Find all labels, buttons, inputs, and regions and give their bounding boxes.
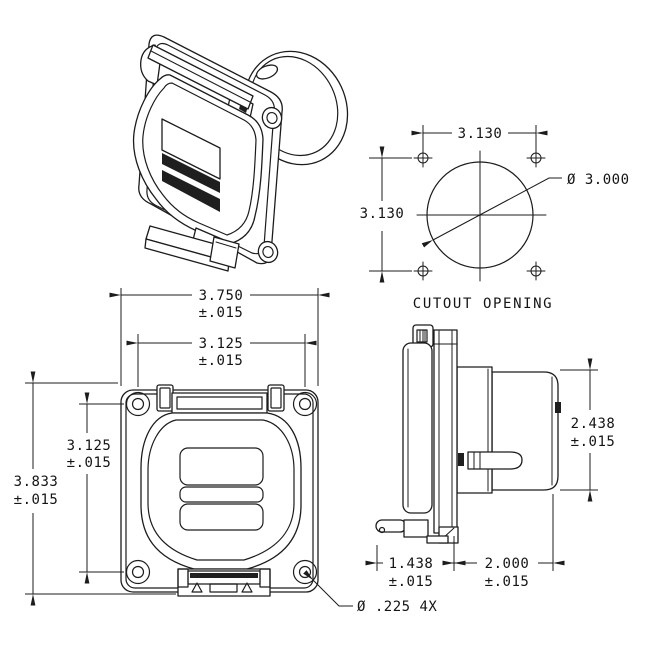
- dim-text: 2.438: [571, 416, 616, 432]
- latch-foot-bar: [375, 519, 407, 533]
- hinge-tab: [267, 384, 285, 412]
- latch-tray-front: [144, 238, 230, 272]
- dim-text: 3.130: [458, 126, 503, 142]
- latch-triangle: [191, 582, 203, 593]
- dim-overall-width: 3.750 ±.015: [109, 288, 330, 386]
- dim-hole-spacing-vertical: 3.125 ±.015: [67, 392, 124, 584]
- dim-hole-diameter-leader: Ø 3.000: [421, 172, 630, 248]
- latch-lever: [467, 451, 523, 470]
- dim-mounting-hole-leader: Ø .225 4X: [303, 570, 437, 615]
- dim-bolt-spacing-horizontal: 3.130: [411, 125, 548, 150]
- mounting-hole: [125, 391, 151, 417]
- dim-text: 3.125: [67, 438, 112, 454]
- cover-lid: [402, 342, 433, 514]
- hinge-hatch: [416, 329, 428, 343]
- dim-tolerance: ±.015: [199, 353, 244, 369]
- rear-shell: [491, 371, 559, 491]
- dim-overall-height: 3.833 ±.015: [14, 371, 176, 606]
- cover-slot: [179, 486, 264, 503]
- dim-text: 3.833: [14, 474, 59, 490]
- dim-text: Ø 3.000: [567, 172, 630, 188]
- dim-body-height: 2.438 ±.015: [560, 358, 616, 502]
- cover-slot: [162, 170, 220, 212]
- latch-pivot: [458, 453, 464, 466]
- dim-hole-spacing-horizontal: 3.125 ±.015: [126, 334, 317, 387]
- isometric-view: [132, 34, 349, 272]
- hinge-tab-inner: [270, 387, 282, 409]
- mounting-hole: [257, 240, 279, 264]
- hinge-bar-inner-line: [150, 50, 251, 103]
- latch-foot-lip: [426, 535, 449, 544]
- hinge-bar-inner: [176, 396, 263, 410]
- dim-text: 3.130: [360, 206, 405, 222]
- cover-lid-inner-edge: [147, 419, 295, 561]
- dim-bolt-spacing-vertical: 3.130: [360, 146, 412, 283]
- latch-keeper-block: [209, 236, 240, 269]
- front-shell: [456, 366, 493, 494]
- mounting-hole: [261, 106, 283, 130]
- hinge-bar: [171, 392, 268, 414]
- dim-tolerance: ±.015: [14, 492, 59, 508]
- bolt-hole-symbol: [413, 261, 433, 281]
- dim-tolerance: ±.015: [485, 574, 530, 590]
- dim-text: 3.125: [199, 336, 244, 352]
- flange-plate: [433, 329, 458, 534]
- dim-tolerance: ±.015: [389, 574, 434, 590]
- cover-slot: [179, 447, 264, 486]
- rear-shell-slot: [255, 64, 279, 80]
- dim-front-depth: 1.438 ±.015: [365, 494, 554, 590]
- latch-lever-lines: [473, 451, 481, 470]
- bolt-hole-symbol: [413, 148, 433, 168]
- side-view: 2.438 ±.015 1.438 ±.015 2.000 ±.015: [365, 324, 616, 590]
- dim-rear-depth: 2.000 ±.015: [442, 556, 565, 590]
- dim-text: 2.000: [485, 556, 530, 572]
- mounting-hole: [125, 559, 151, 585]
- latch-triangle: [241, 582, 253, 593]
- cutout-opening-view: 3.130 3.130 Ø 3.000 CUTOUT OPENING: [360, 125, 630, 312]
- cover-slot: [179, 503, 264, 531]
- dim-tolerance: ±.015: [67, 455, 112, 471]
- latch-foot-toe: [378, 526, 386, 534]
- cover-lid: [140, 412, 302, 570]
- cover-lid-inner-edge: [142, 82, 257, 236]
- dim-text: 1.438: [389, 556, 434, 572]
- latch-assembly: [177, 568, 271, 597]
- mounting-hole: [292, 391, 318, 417]
- cover-slot: [162, 153, 220, 193]
- rear-shell-mark: [555, 402, 561, 413]
- latch-foot-block: [403, 519, 429, 538]
- cover-slot: [161, 118, 221, 180]
- front-view: 3.750 ±.015 3.125 ±.015 3.125 ±.015 3.83…: [14, 288, 437, 615]
- bolt-hole-symbol: [526, 261, 546, 281]
- dim-tolerance: ±.015: [571, 434, 616, 450]
- dim-text: 3.750: [199, 288, 244, 304]
- dim-text: Ø .225 4X: [357, 599, 437, 615]
- cutout-view-title: CUTOUT OPENING: [413, 296, 553, 312]
- hinge-tab-inner: [159, 387, 171, 409]
- flange-plate-lines: [433, 330, 458, 533]
- dim-tolerance: ±.015: [199, 305, 244, 321]
- bolt-hole-symbol: [526, 148, 546, 168]
- latch-keeper-line: [215, 241, 237, 249]
